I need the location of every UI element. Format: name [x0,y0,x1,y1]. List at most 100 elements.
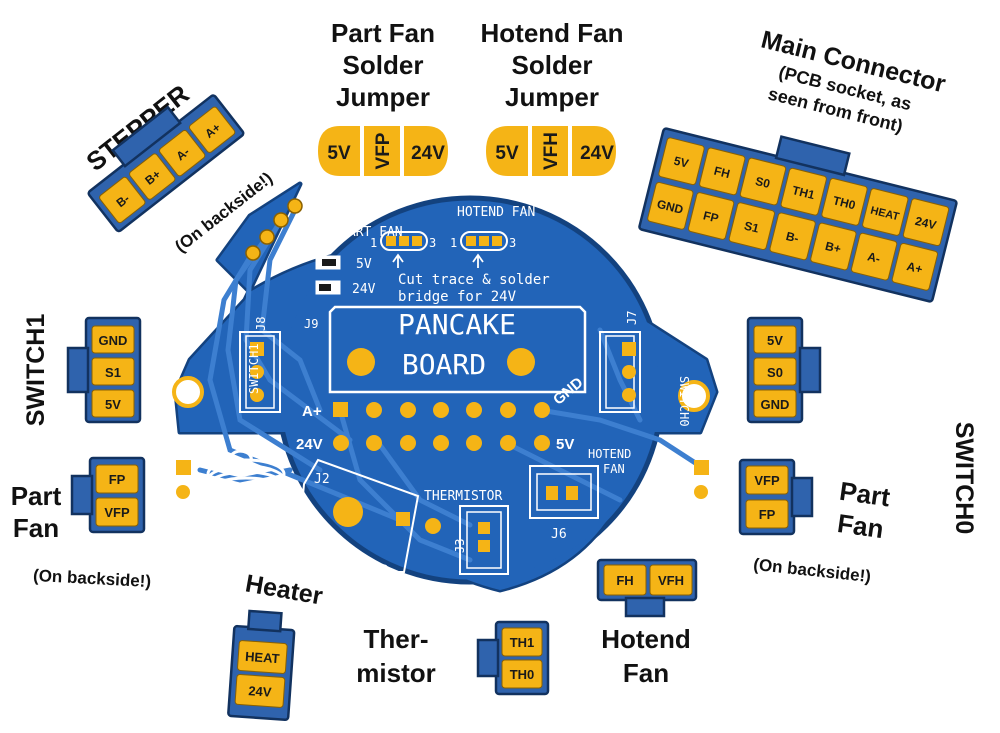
switch1-pin-1: GND [99,333,128,348]
part-fan-right-line1: Part [838,476,893,513]
hotend-fan-jumper-line3: Jumper [505,82,599,112]
pcb-board: PART FAN 1 3 HOTEND FAN 1 3 5V 24V Cut t… [172,181,719,593]
main-top-pin-pad [862,188,909,236]
switch1-connector-group: SWITCH1 GND S1 5V [22,314,142,427]
part-fan-right-pin-1: VFP [754,473,780,488]
hotend-fan-line2: Fan [623,658,669,688]
part-fan-jumper-pad-1: 5V [327,143,351,164]
main-bottom-pin-pad [728,202,775,251]
silk-hotend-fan-1: HOTEND [588,447,631,461]
switch0-connector-group: SWITCH0 5V S0 GND [746,316,978,534]
heater-pin-1: HEAT [245,649,280,666]
part-fan-right-group: Part Fan VFP FP (On backside!) [738,458,893,586]
heater-pin-2: 24V [248,683,272,700]
main-bottom-pin-pad [647,181,694,230]
silk-j7: J7 [625,311,639,325]
switch0-pin-2: S0 [767,365,783,380]
main-bottom-pin-pad [891,242,939,291]
silk-j2: J2 [314,472,330,487]
main-bottom-pin-6: A- [866,249,882,266]
hotend-fan-connector-group: FH VFH Hotend Fan [596,558,698,688]
part-fan-left-line1: Part [11,481,62,511]
part-fan-left-note: (On backside!) [33,566,152,591]
switch1-title: SWITCH1 [22,314,50,427]
main-bottom-pin-5: B+ [824,239,843,256]
silk-j3: J3 [453,539,467,553]
silk-j9: J9 [304,317,318,331]
thermistor-connector-group: Ther- mistor TH1 TH0 [356,620,550,696]
hotend-fan-jumper-pad-2: VFH [541,132,562,170]
stepper-pins: B- B+ A- A+ [99,106,236,224]
thermistor-pin-2: TH0 [510,667,535,682]
part-fan-jumper-line2: Solder [343,50,424,80]
main-top-pin-1: 5V [672,154,690,171]
part-fan-right-note: (On backside!) [752,555,871,586]
silk-24v: 24V [296,436,323,453]
main-top-pin-3: S0 [754,174,772,191]
thermistor-pin-1: TH1 [510,635,535,650]
switch0-pin-1: 5V [767,333,783,348]
silk-hotend-fan-pin3: 3 [509,236,516,250]
switch1-pin-2: S1 [105,365,121,380]
hotend-fan-jumper-line2: Solder [512,50,593,80]
note-bridge: bridge for 24V [398,289,517,305]
hotend-fan-jumper-pad-1: 5V [495,143,519,164]
part-fan-jumper-line1: Part Fan [331,18,435,48]
main-connector-group: Main Connector (PCB socket, as seen from… [638,26,958,303]
main-top-pin-5: TH0 [832,193,858,212]
main-top-pin-7: 24V [914,214,938,233]
main-bottom-pin-2: FP [702,208,720,225]
main-bottom-pin-pad [687,192,735,240]
note-cut-trace: Cut trace & solder [398,272,550,288]
hotend-fan-jumper-pad-3: 24V [580,143,614,164]
silk-5v: 5V [556,436,574,453]
main-top-pin-pad [902,198,950,247]
silk-j6: J6 [551,527,567,542]
main-top-pin-pad [699,147,746,196]
main-top-pin-pad [780,167,827,216]
switch1-pin-3: 5V [105,397,121,412]
main-bottom-pin-pad [850,232,898,281]
silk-j8: J8 [254,317,268,331]
silk-hotend-fan-2: FAN [603,462,625,476]
part-fan-left-pin-1: FP [109,472,126,487]
main-bottom-pin-1: GND [655,197,685,217]
heater-connector-group: Heater HEAT 24V [227,569,325,721]
main-bottom-pin-7: A+ [905,259,924,276]
silk-switch1: SWITCH1 [247,343,261,394]
main-top-pin-4: TH1 [791,183,817,202]
switch0-pin-3: GND [761,397,790,412]
part-fan-left-group: Part Fan FP VFP (On backside!) [11,456,152,591]
silk-part-fan-pin1: 1 [370,236,377,250]
silk-switch0: SWITCH0 [677,376,691,427]
silk-hotend-fan: HOTEND FAN [457,205,535,220]
silk-part-fan-pin3: 3 [429,236,436,250]
legend-5v: 5V [356,257,372,272]
part-fan-jumper-pad-3: 24V [411,143,445,164]
part-fan-left-pin-2: VFP [104,505,130,520]
hotend-fan-line1: Hotend [601,624,691,654]
board-title-line1: PANCAKE [398,308,516,341]
thermistor-coil-drawing [206,449,286,508]
hotend-fan-pin-1: FH [616,573,633,588]
part-fan-right-pin-2: FP [759,507,776,522]
part-fan-jumper-group: Part Fan Solder Jumper 5V VFP 24V [318,18,448,176]
hotend-fan-pin-2: VFH [658,573,684,588]
part-fan-left-line2: Fan [13,513,59,543]
part-fan-jumper-line3: Jumper [336,82,430,112]
legend-24v: 24V [352,282,376,297]
silk-thermistor: THERMISTOR [424,489,502,504]
hotend-fan-jumper-group: Hotend Fan Solder Jumper 5V VFH 24V [481,18,624,176]
thermistor-line2: mistor [356,658,435,688]
part-fan-right-line2: Fan [836,508,886,544]
board-title-line2: BOARD [402,348,486,381]
silk-heater: HEATER [340,557,389,578]
thermistor-line1: Ther- [364,624,429,654]
main-top-pin-pad [739,157,787,206]
silk-a-plus: A+ [302,403,322,420]
main-top-pin-pad [821,177,868,226]
mount-hole-right [678,380,710,412]
